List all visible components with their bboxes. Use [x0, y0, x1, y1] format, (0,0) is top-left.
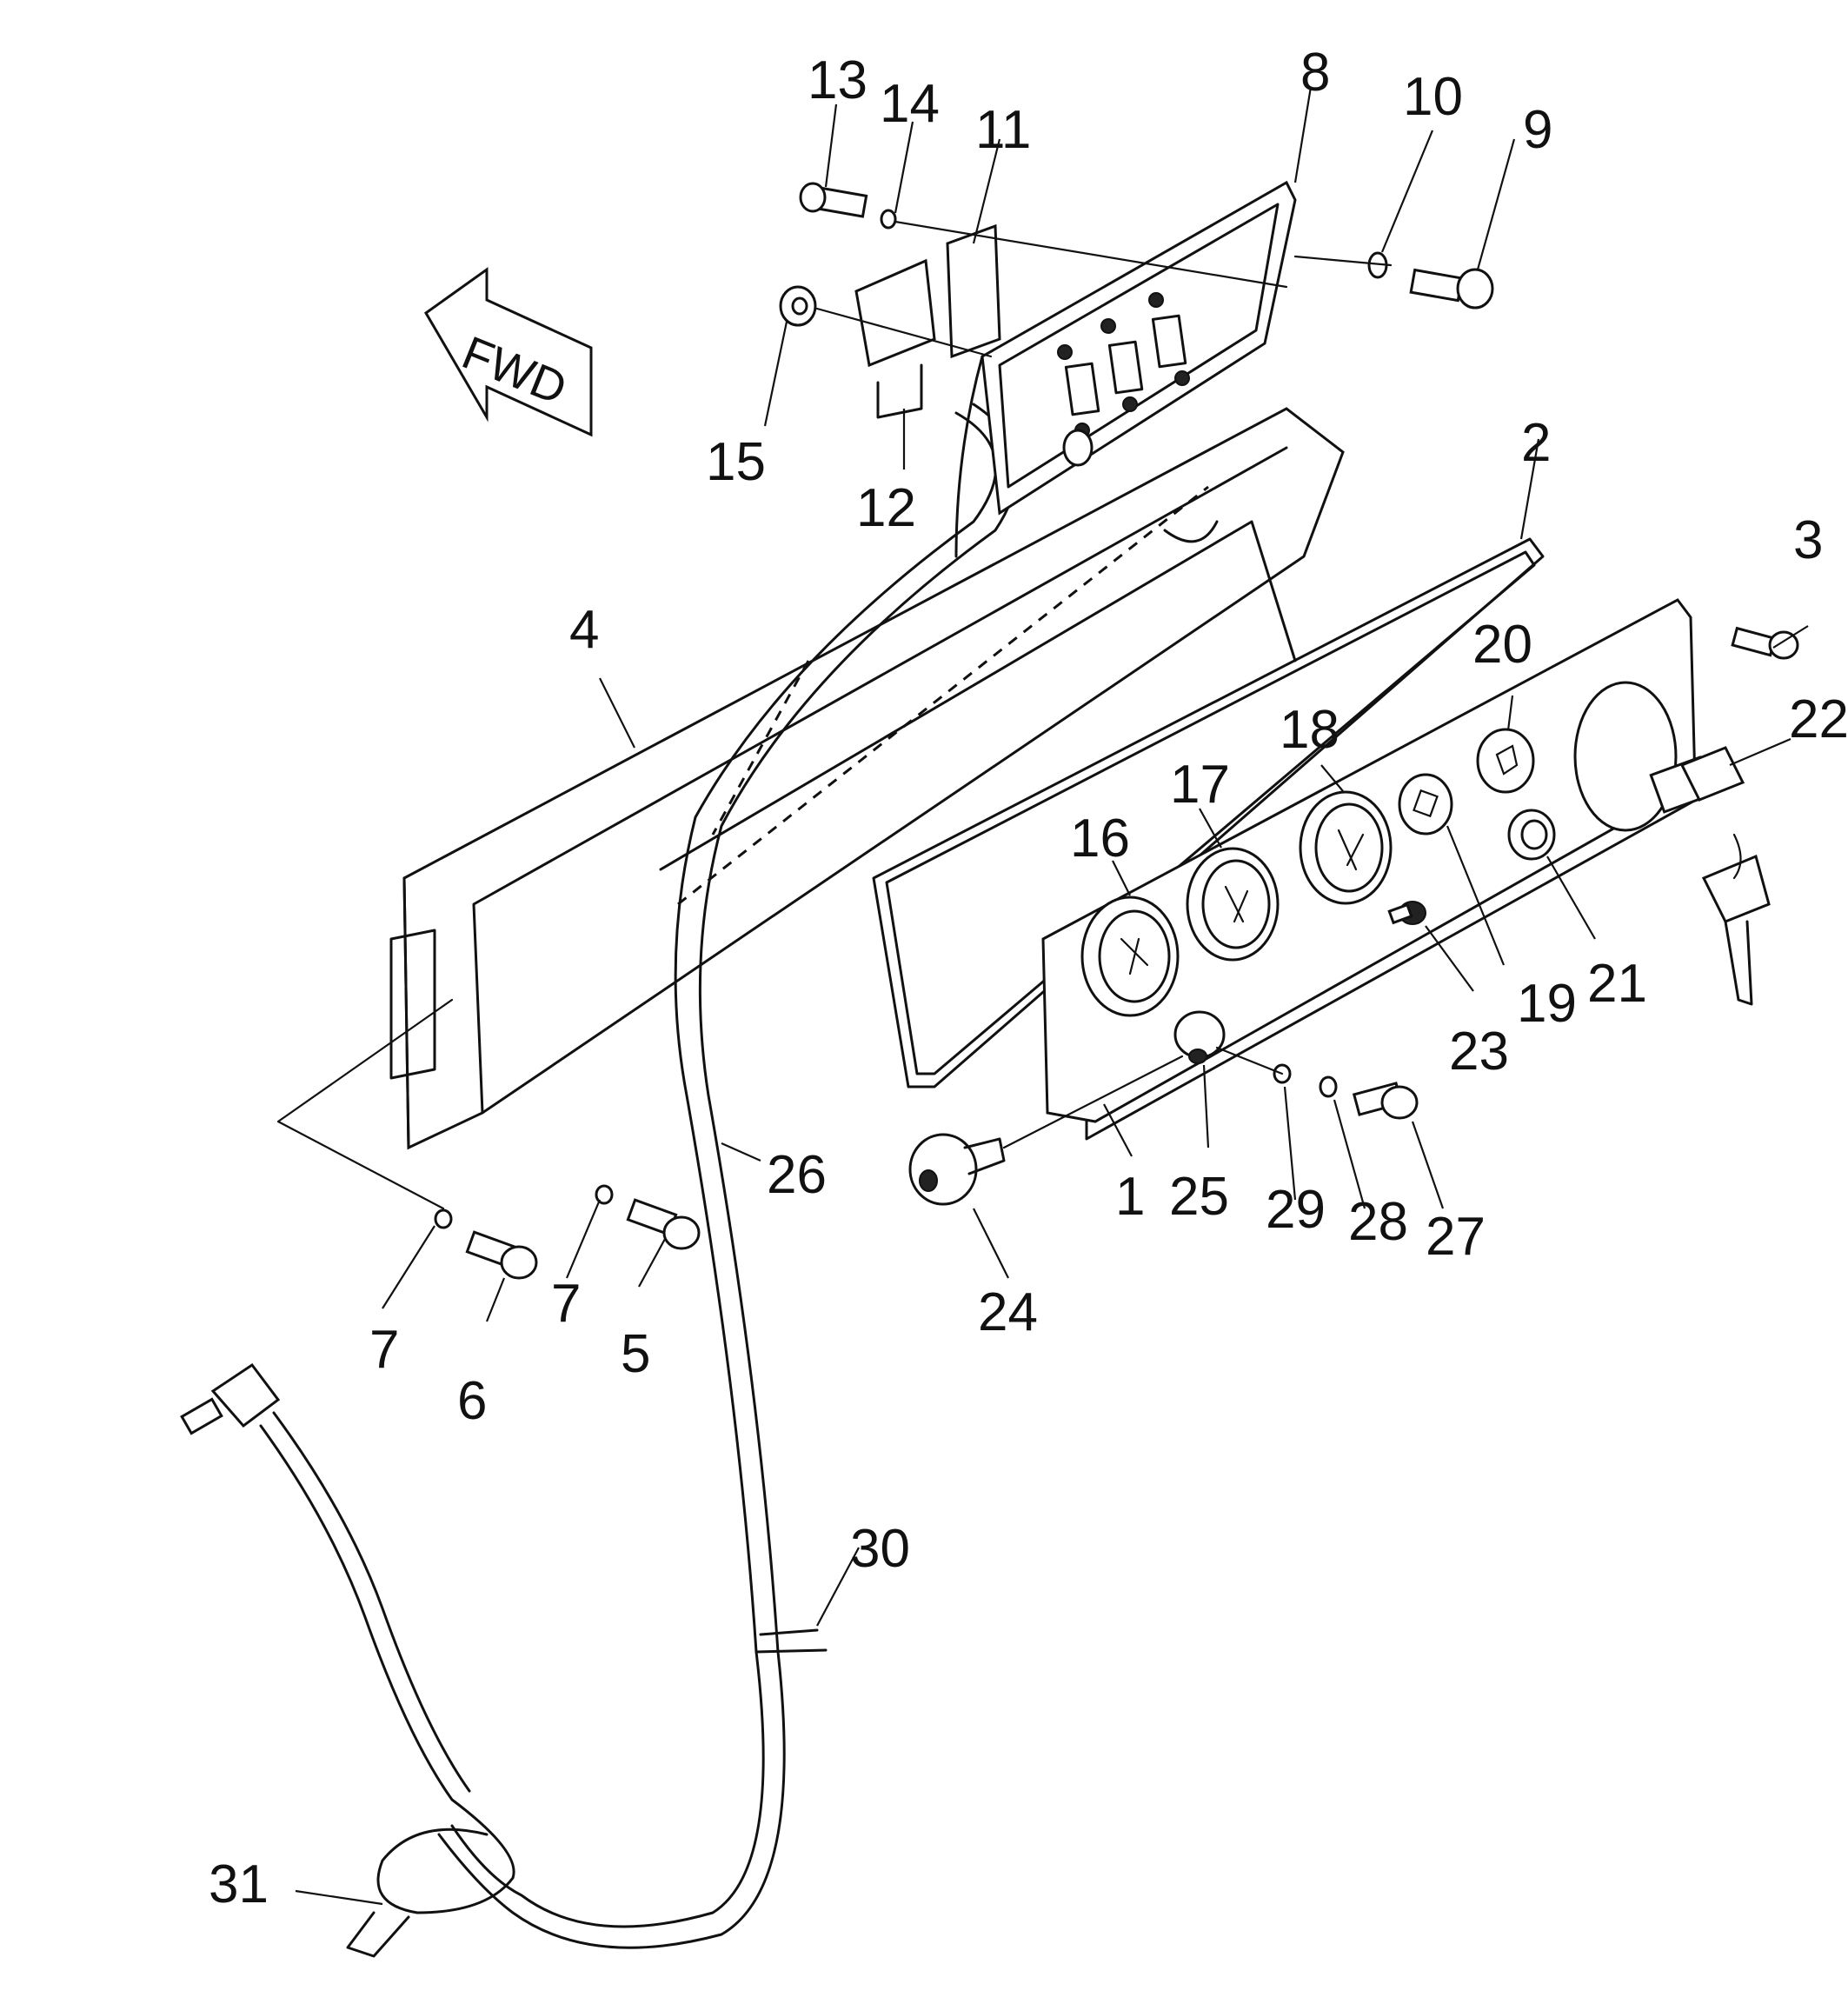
- callout-2: 2: [1521, 413, 1551, 473]
- callout-22: 22: [1789, 689, 1848, 749]
- washer-14: [880, 209, 897, 230]
- assembly-lines-top: [815, 220, 1393, 358]
- gauge-18: [1299, 790, 1393, 905]
- switch-24: [908, 1055, 1184, 1206]
- bolt-9: [1409, 268, 1494, 310]
- callout-24: 24: [978, 1282, 1038, 1342]
- key-switch: [1573, 681, 1771, 1006]
- cable-harness: [437, 403, 1019, 1949]
- bolt-6: [465, 1230, 538, 1280]
- callout-4: 4: [569, 600, 599, 660]
- bracket-11: [946, 223, 1001, 359]
- lamp-25: [1173, 1010, 1226, 1064]
- callout-13: 13: [808, 50, 867, 110]
- indicator-20: [1476, 728, 1535, 794]
- bolt-13: [799, 182, 868, 218]
- callout-9: 9: [1523, 100, 1552, 160]
- washer-28: [1319, 1075, 1338, 1098]
- forward-direction-arrow: FWD: [424, 267, 593, 437]
- callout-labels: 1 2 3 4 5 6 7 7 8 9 10 11 12 13 14 15 16…: [209, 43, 1848, 1914]
- wire-loop: [180, 1362, 515, 1958]
- callout-8: 8: [1300, 43, 1330, 103]
- callout-31: 31: [209, 1854, 269, 1914]
- bracket-12: [854, 258, 936, 419]
- callout-30: 30: [850, 1519, 910, 1579]
- bolt-3: [1731, 626, 1799, 660]
- callout-18: 18: [1280, 700, 1339, 760]
- callout-28: 28: [1348, 1192, 1408, 1252]
- washer-7b: [434, 1208, 453, 1229]
- callout-21: 21: [1587, 954, 1647, 1014]
- callout-3: 3: [1793, 510, 1823, 570]
- callout-26: 26: [767, 1145, 827, 1205]
- callout-20: 20: [1472, 615, 1532, 675]
- instrument-housing: [276, 407, 1345, 1210]
- callout-10: 10: [1403, 67, 1463, 127]
- gasket: [872, 537, 1545, 1089]
- bolt-5: [626, 1198, 701, 1250]
- callout-29: 29: [1266, 1180, 1326, 1240]
- callout-12: 12: [856, 478, 916, 538]
- callout-16: 16: [1070, 809, 1130, 869]
- callout-14: 14: [880, 74, 940, 134]
- switch-panel: [954, 180, 1297, 558]
- indicator-19: [1398, 773, 1453, 836]
- leader-assembly-line: [1215, 1046, 1284, 1075]
- callout-5: 5: [621, 1324, 650, 1384]
- indicator-21: [1507, 809, 1556, 861]
- screw-23: [1387, 901, 1426, 925]
- callout-19: 19: [1517, 974, 1577, 1034]
- gauge-17: [1186, 847, 1280, 962]
- callout-23: 23: [1449, 1022, 1509, 1082]
- washer-7a: [595, 1184, 614, 1205]
- bolt-27: [1352, 1082, 1419, 1120]
- callout-27: 27: [1426, 1207, 1486, 1267]
- callout-1: 1: [1115, 1167, 1145, 1227]
- leader-lines: [295, 86, 1809, 1906]
- callout-7a: 7: [369, 1320, 399, 1380]
- callout-25: 25: [1169, 1167, 1229, 1227]
- callout-15: 15: [706, 432, 766, 492]
- callout-7b: 7: [551, 1274, 581, 1334]
- gauge-16: [1080, 895, 1180, 1017]
- grommet-15: [779, 285, 817, 327]
- callout-11: 11: [975, 100, 1031, 160]
- callout-6: 6: [457, 1371, 487, 1431]
- callout-17: 17: [1170, 755, 1230, 815]
